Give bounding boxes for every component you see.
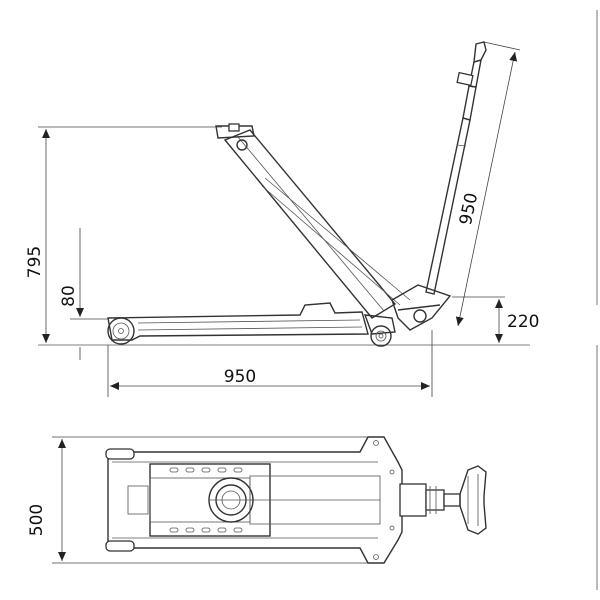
dim-line-handle-length: [455, 51, 518, 327]
handle-grip-top: [459, 465, 487, 535]
dim-lowered-height-label: 80: [59, 285, 79, 307]
pump-top: [399, 483, 461, 517]
dim-width-label: 500: [27, 504, 47, 536]
rear-wheels-top: [105, 448, 135, 552]
front-wheel: [363, 314, 396, 347]
dim-pivot-height-label: 220: [507, 312, 539, 332]
saddle-top: [208, 477, 254, 523]
side-view: 795 80 950 220 950: [25, 41, 539, 397]
lifting-beam-top: [127, 463, 381, 537]
chassis: [107, 302, 369, 341]
dim-length-label: 950: [224, 367, 256, 387]
top-view: 500: [27, 436, 487, 564]
pump-body: [391, 284, 452, 331]
slot-holes: [169, 467, 243, 533]
rear-wheel: [107, 317, 135, 345]
mount-holes: [373, 440, 395, 560]
handle: [425, 41, 487, 295]
dim-total-height-label: 795: [25, 246, 45, 278]
lifting-arm: [215, 123, 411, 319]
dim-handle-length-label: 950: [456, 191, 482, 227]
ext-line: [483, 41, 521, 51]
